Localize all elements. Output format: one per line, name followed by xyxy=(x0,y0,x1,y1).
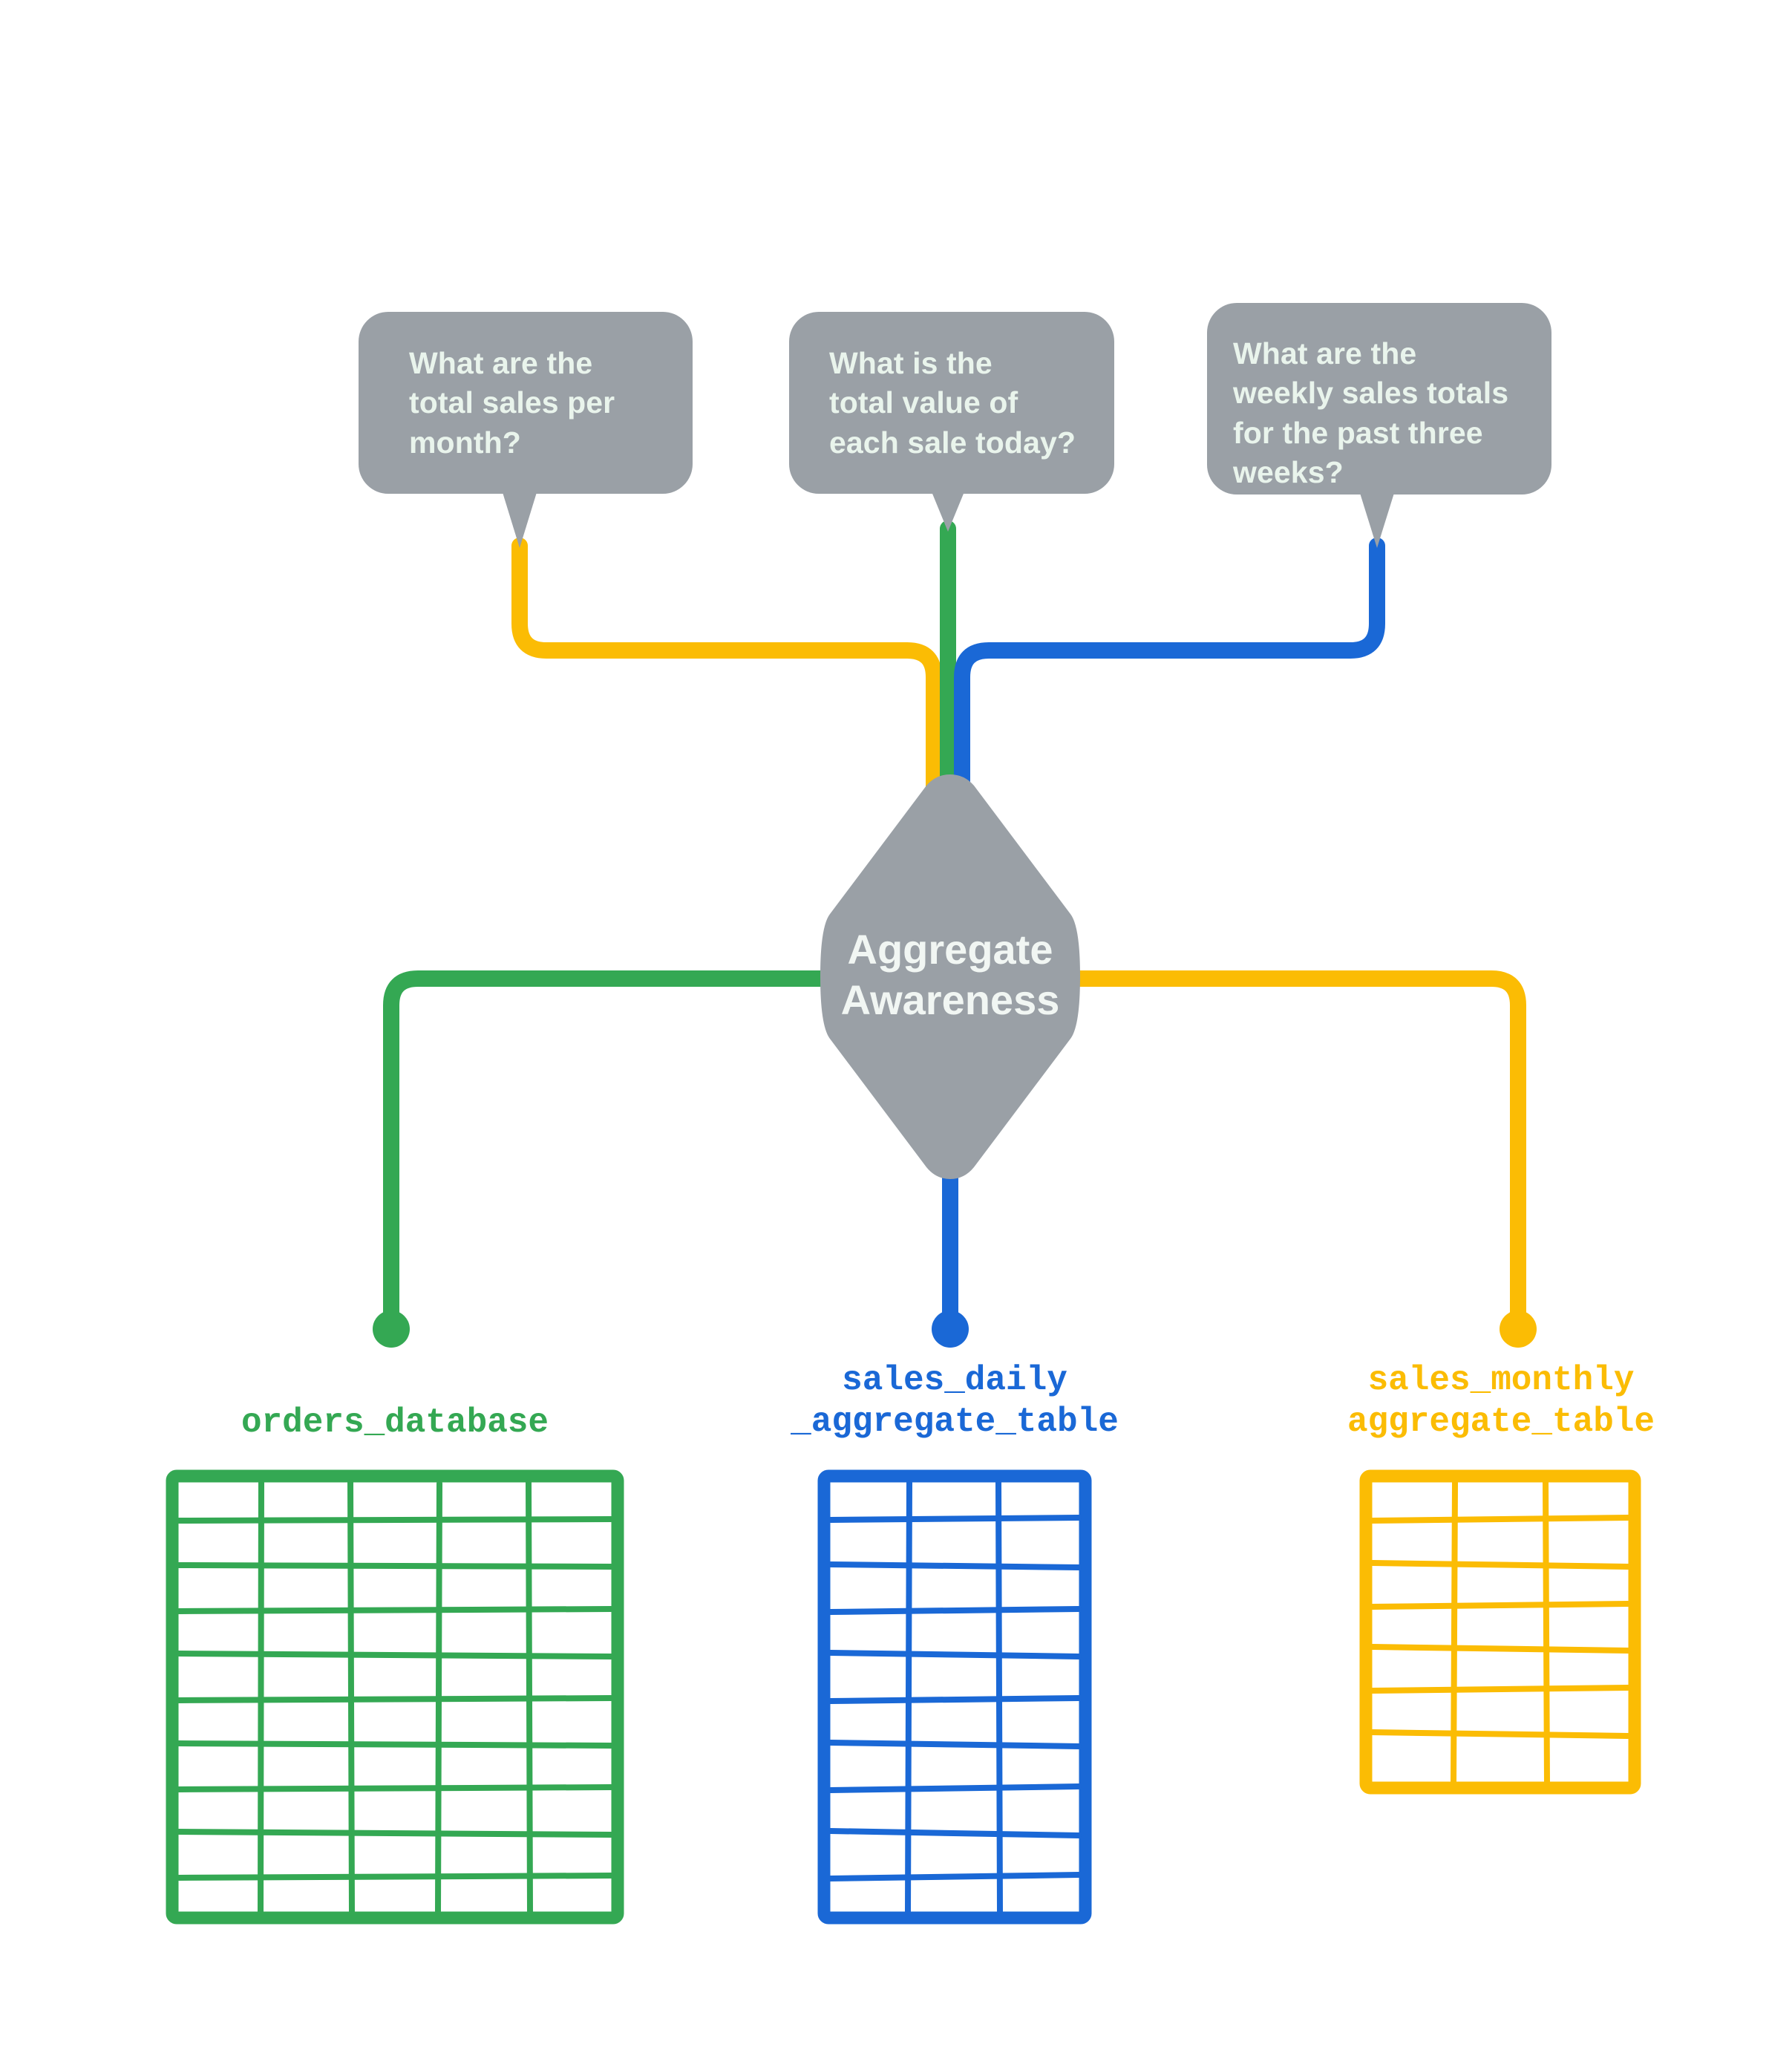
edge-dot-sales-monthly xyxy=(1500,1311,1537,1348)
edge-question-monthly xyxy=(511,538,942,809)
edge-dot-orders-database xyxy=(373,1311,410,1348)
question-bubble-weekly-text: What are the weekly sales totals for the… xyxy=(1233,336,1509,489)
edge-dot-sales-daily xyxy=(932,1311,969,1348)
question-bubble-daily-text: What is the total value of each sale tod… xyxy=(829,346,1076,460)
source-label-sales-daily: sales_daily _aggregate_table xyxy=(791,1361,1119,1442)
edge-source-sales-monthly xyxy=(1072,970,1526,1330)
question-bubble-daily[interactable] xyxy=(789,312,1114,532)
question-bubble-monthly-text: What are the total sales per month? xyxy=(409,346,615,460)
center-node-label: Aggregate Awareness xyxy=(840,926,1060,1024)
center-node-diamond[interactable] xyxy=(820,774,1080,1179)
source-table-orders-database[interactable] xyxy=(166,1469,624,1925)
question-bubble-weekly[interactable] xyxy=(1207,303,1551,548)
edge-question-weekly xyxy=(954,538,1385,809)
edge-source-orders-database xyxy=(383,970,828,1330)
source-label-sales-monthly: sales_monthly aggregate_table xyxy=(1347,1361,1655,1442)
source-table-sales-daily[interactable] xyxy=(817,1469,1092,1925)
question-bubble-monthly[interactable] xyxy=(359,312,693,548)
edge-group-sources xyxy=(383,970,1526,1330)
edge-group-questions xyxy=(511,520,1385,809)
source-table-sales-monthly[interactable] xyxy=(1359,1469,1641,1795)
source-label-orders-database: orders_database xyxy=(241,1403,549,1442)
question-bubble-group xyxy=(359,303,1551,548)
